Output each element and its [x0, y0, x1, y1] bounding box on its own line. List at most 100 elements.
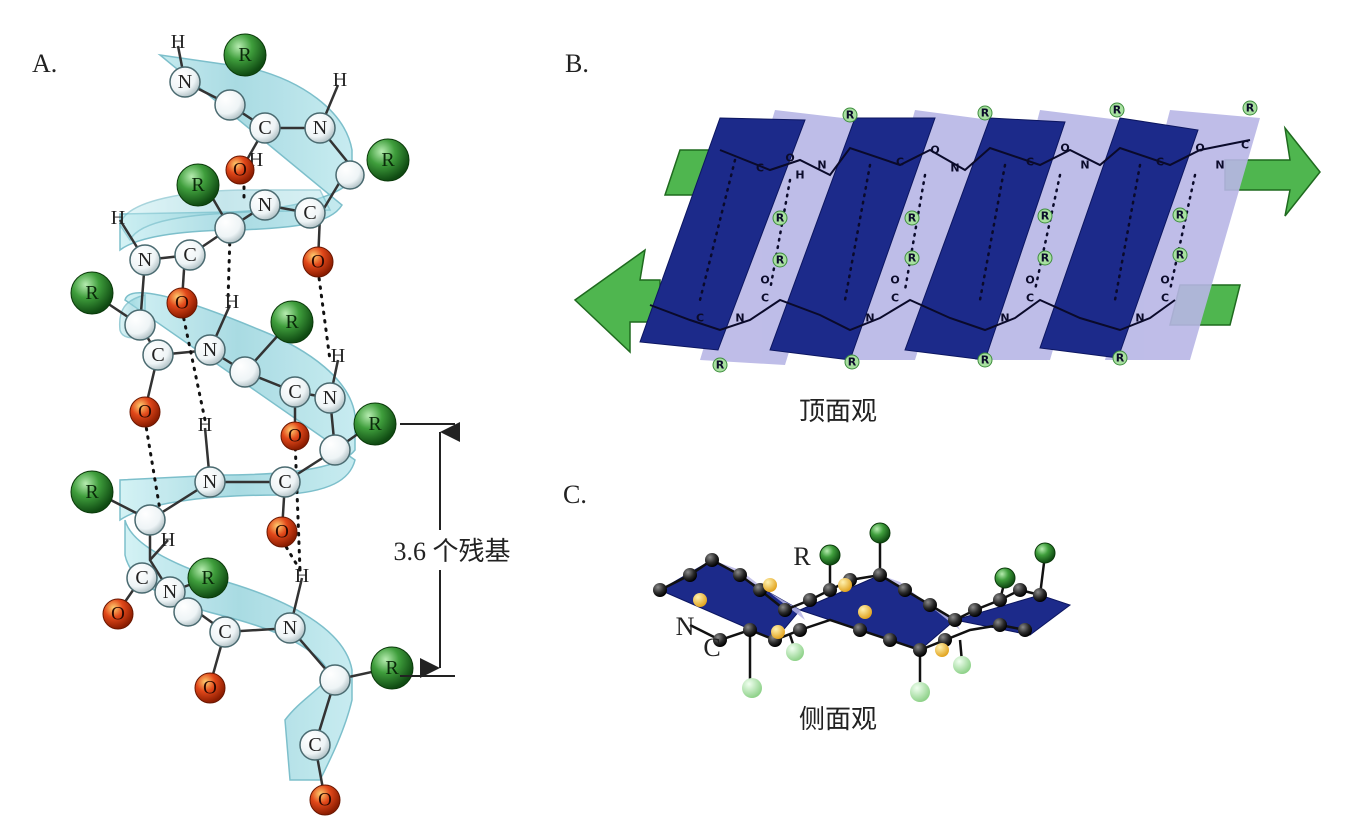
svg-text:C: C [756, 162, 764, 175]
svg-text:R: R [1116, 352, 1125, 365]
svg-text:O: O [233, 160, 247, 181]
svg-text:O: O [930, 144, 939, 157]
panel-a-label: A. [32, 49, 57, 78]
svg-text:R: R [846, 109, 855, 122]
side-c-label: C [703, 633, 720, 662]
svg-text:N: N [203, 339, 217, 361]
hydrogen-bonds [143, 168, 332, 572]
svg-text:R: R [1176, 249, 1185, 262]
svg-text:H: H [198, 414, 212, 436]
svg-text:R: R [1246, 102, 1255, 115]
svg-text:C: C [891, 292, 899, 305]
svg-text:R: R [1113, 104, 1122, 117]
svg-text:R: R [238, 44, 252, 66]
sheet-r-groups [712, 100, 1258, 373]
svg-text:H: H [795, 169, 804, 182]
svg-text:R: R [381, 149, 395, 171]
side-r-atoms [819, 522, 1056, 589]
svg-text:R: R [85, 481, 99, 503]
svg-text:R: R [776, 254, 785, 267]
svg-text:C: C [183, 244, 196, 266]
svg-text:C: C [151, 344, 164, 366]
svg-text:H: H [333, 69, 347, 91]
svg-text:R: R [285, 311, 299, 333]
svg-text:H: H [225, 291, 239, 313]
svg-text:C: C [1161, 292, 1169, 305]
svg-text:O: O [1025, 274, 1034, 287]
svg-text:N: N [817, 159, 826, 172]
helix-hydrogen-labels: H H H H H H H H H [111, 31, 347, 587]
svg-text:N: N [1000, 312, 1009, 325]
svg-text:R: R [848, 356, 857, 369]
svg-text:N: N [1135, 312, 1144, 325]
svg-text:O: O [318, 790, 332, 811]
svg-text:R: R [981, 354, 990, 367]
sheet-h-bonds [698, 158, 1197, 302]
svg-text:N: N [163, 581, 177, 603]
svg-text:O: O [890, 274, 899, 287]
svg-text:O: O [203, 678, 217, 699]
sheet-small-atom-labels: C O H N C O N C O N C O N C C N C O N C … [696, 139, 1249, 325]
sheet-r-labels: R R R R R R R R R R R R R R R R [716, 102, 1255, 372]
svg-text:C: C [1156, 156, 1164, 169]
svg-text:N: N [313, 117, 327, 139]
svg-text:N: N [283, 617, 297, 639]
svg-text:O: O [175, 293, 189, 314]
svg-text:N: N [735, 312, 744, 325]
svg-text:R: R [1041, 252, 1050, 265]
helix-oxygen-labels: O O O O O O O O O [111, 160, 332, 811]
svg-text:N: N [1080, 159, 1089, 172]
svg-text:N: N [178, 71, 192, 93]
svg-text:O: O [275, 522, 289, 543]
svg-text:N: N [258, 194, 272, 216]
panel-c-label: C. [563, 480, 587, 509]
svg-text:C: C [218, 621, 231, 643]
helix-r-labels: R R R R R R R R R [85, 44, 399, 679]
svg-text:H: H [295, 565, 309, 587]
sheet-dark-strands [639, 117, 1199, 361]
panel-b-beta-sheet-top: B. [565, 49, 1321, 427]
svg-text:H: H [161, 529, 175, 551]
svg-text:R: R [981, 107, 990, 120]
svg-text:C: C [258, 117, 271, 139]
side-backbone-atoms [653, 553, 1047, 657]
side-pleats [658, 559, 1072, 651]
svg-text:H: H [111, 207, 125, 229]
svg-text:C: C [1026, 292, 1034, 305]
svg-text:H: H [331, 345, 345, 367]
svg-text:C: C [1026, 156, 1034, 169]
panel-c-caption: 侧面观 [799, 705, 877, 735]
svg-text:R: R [191, 174, 205, 196]
helix-pitch-label: 3.6 个残基 [393, 537, 510, 566]
svg-text:O: O [311, 252, 325, 273]
svg-text:C: C [696, 312, 704, 325]
svg-text:C: C [135, 567, 148, 589]
svg-text:R: R [85, 282, 99, 304]
sheet-backbones [649, 139, 1251, 332]
svg-text:R: R [385, 657, 399, 679]
svg-text:R: R [1176, 209, 1185, 222]
svg-text:R: R [201, 567, 215, 589]
svg-text:R: R [368, 413, 382, 435]
panel-b-caption: 顶面观 [799, 397, 877, 427]
helix-oxygen-atoms [102, 155, 341, 816]
svg-text:O: O [111, 604, 125, 625]
svg-text:C: C [288, 381, 301, 403]
svg-text:N: N [1215, 159, 1224, 172]
svg-text:C: C [761, 292, 769, 305]
svg-text:C: C [278, 471, 291, 493]
svg-text:H: H [171, 31, 185, 53]
svg-text:O: O [1060, 142, 1069, 155]
svg-text:O: O [138, 402, 152, 423]
panel-b-label: B. [565, 49, 589, 78]
helix-atom-labels: N C N C N C N C N C N C N C N C N C [135, 71, 337, 756]
svg-text:R: R [776, 212, 785, 225]
svg-text:C: C [1241, 139, 1249, 152]
svg-text:N: N [323, 387, 337, 409]
helix-backbone-atoms [124, 66, 365, 761]
side-yellow-atoms [693, 578, 949, 657]
svg-text:O: O [288, 426, 302, 447]
svg-text:C: C [303, 202, 316, 224]
svg-text:C: C [308, 734, 321, 756]
